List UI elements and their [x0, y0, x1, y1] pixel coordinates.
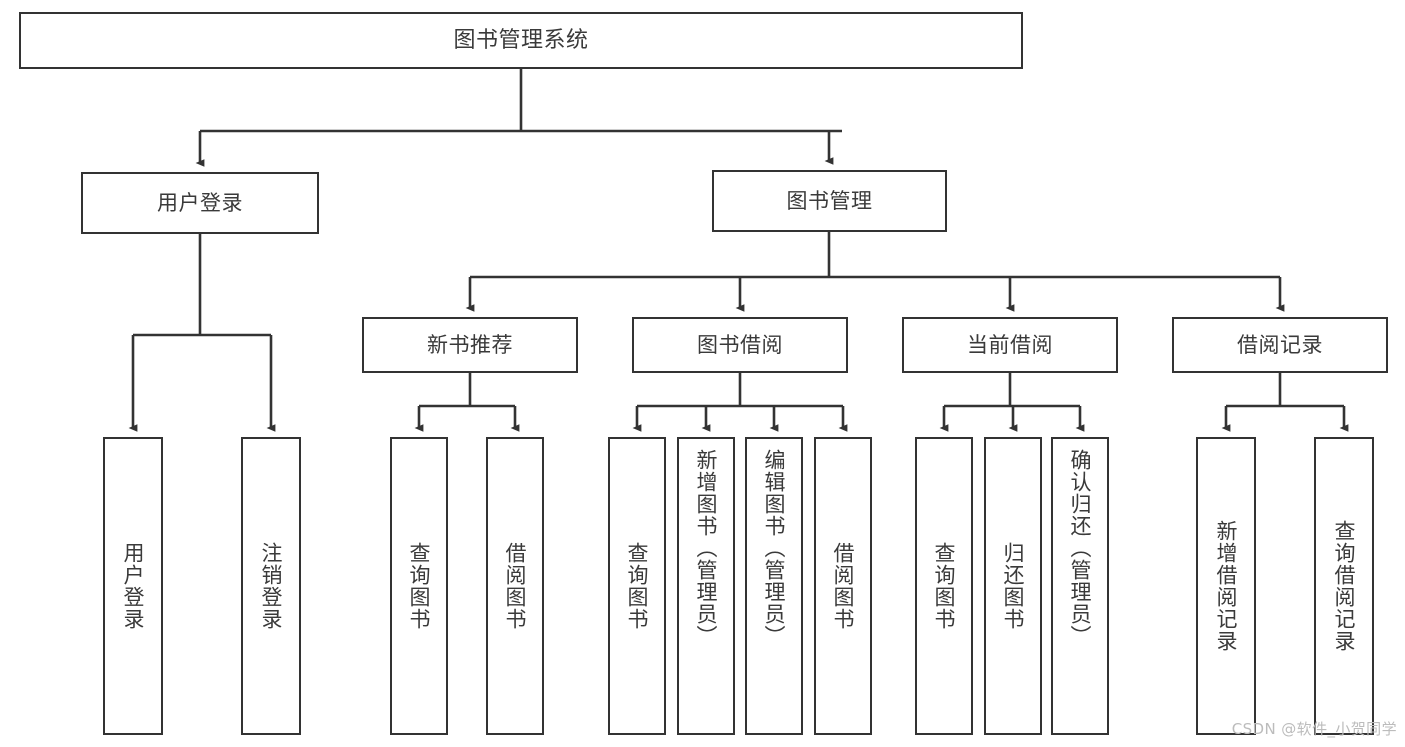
node-label: 用户登录 — [157, 190, 243, 215]
node-root-system[interactable]: 图书管理系统 — [19, 12, 1023, 69]
node-label: 图书管理 — [786, 188, 873, 213]
node-label: 查询图书 — [932, 542, 957, 630]
node-new-book-recommend[interactable]: 新书推荐 — [362, 317, 578, 373]
node-label: 图书借阅 — [697, 332, 783, 357]
leaf-borrow-book-recommend[interactable]: 借阅图书 — [486, 437, 544, 735]
node-user-login[interactable]: 用户登录 — [81, 172, 319, 234]
node-book-manage[interactable]: 图书管理 — [712, 170, 947, 232]
leaf-logout[interactable]: 注销登录 — [241, 437, 301, 735]
leaf-query-book-borrow[interactable]: 查询图书 — [608, 437, 666, 735]
node-current-borrow[interactable]: 当前借阅 — [902, 317, 1118, 373]
leaf-query-book-recommend[interactable]: 查询图书 — [390, 437, 448, 735]
node-borrow-record[interactable]: 借阅记录 — [1172, 317, 1388, 373]
leaf-borrow-book[interactable]: 借阅图书 — [814, 437, 872, 735]
node-label: 编辑图书（管理员） — [762, 449, 787, 647]
node-label: 查询借阅记录 — [1332, 520, 1357, 652]
node-label: 确认归还（管理员） — [1068, 449, 1093, 647]
leaf-query-book-current[interactable]: 查询图书 — [915, 437, 973, 735]
node-label: 新增图书（管理员） — [694, 449, 719, 647]
leaf-return-book[interactable]: 归还图书 — [984, 437, 1042, 735]
leaf-confirm-return-admin[interactable]: 确认归还（管理员） — [1051, 437, 1109, 735]
node-label: 借阅图书 — [503, 542, 528, 630]
csdn-watermark: CSDN @软件_小贺同学 — [1231, 720, 1397, 738]
node-label: 注销登录 — [259, 542, 284, 630]
node-label: 查询图书 — [625, 542, 650, 630]
node-label: 查询图书 — [407, 542, 432, 630]
node-label: 用户登录 — [121, 542, 146, 630]
node-label: 借阅图书 — [831, 542, 856, 630]
leaf-add-book-admin[interactable]: 新增图书（管理员） — [677, 437, 735, 735]
leaf-user-login[interactable]: 用户登录 — [103, 437, 163, 735]
node-label: 图书管理系统 — [453, 27, 589, 53]
leaf-query-borrow-record[interactable]: 查询借阅记录 — [1314, 437, 1374, 735]
node-label: 归还图书 — [1001, 542, 1026, 630]
leaf-add-borrow-record[interactable]: 新增借阅记录 — [1196, 437, 1256, 735]
node-label: 借阅记录 — [1237, 332, 1323, 357]
node-label: 新书推荐 — [427, 332, 513, 357]
node-label: 新增借阅记录 — [1214, 520, 1239, 652]
node-label: 当前借阅 — [967, 332, 1053, 357]
leaf-edit-book-admin[interactable]: 编辑图书（管理员） — [745, 437, 803, 735]
node-book-borrow[interactable]: 图书借阅 — [632, 317, 848, 373]
